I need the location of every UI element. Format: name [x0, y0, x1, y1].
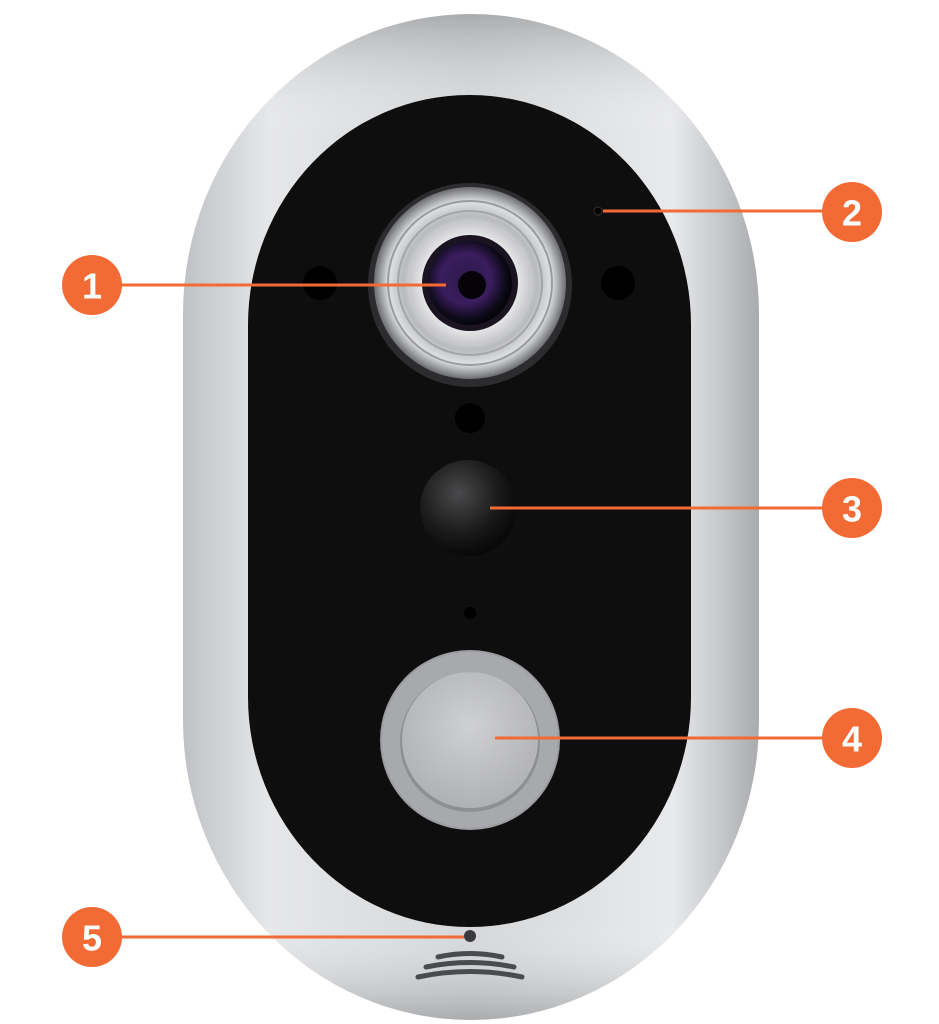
callout-number: 3 [842, 489, 862, 530]
ir-led-right [601, 266, 635, 300]
callout-number: 2 [842, 193, 862, 234]
callout-3: 3 [490, 478, 882, 538]
camera-lens [368, 183, 572, 387]
callout-5: 5 [62, 907, 464, 967]
callout-1: 1 [62, 255, 446, 315]
light-sensor [455, 403, 485, 433]
microphone-hole [593, 206, 603, 216]
callout-number: 5 [82, 918, 102, 959]
callout-4: 4 [495, 708, 882, 768]
speaker-grille-icon [415, 951, 525, 980]
reset-hole [464, 930, 476, 942]
indicator-dot [464, 607, 476, 619]
ir-led-left [303, 266, 337, 300]
pir-sensor [420, 460, 516, 556]
doorbell-button[interactable] [380, 650, 560, 830]
callout-number: 4 [842, 719, 862, 760]
callout-2: 2 [603, 182, 882, 242]
callout-number: 1 [82, 266, 102, 307]
